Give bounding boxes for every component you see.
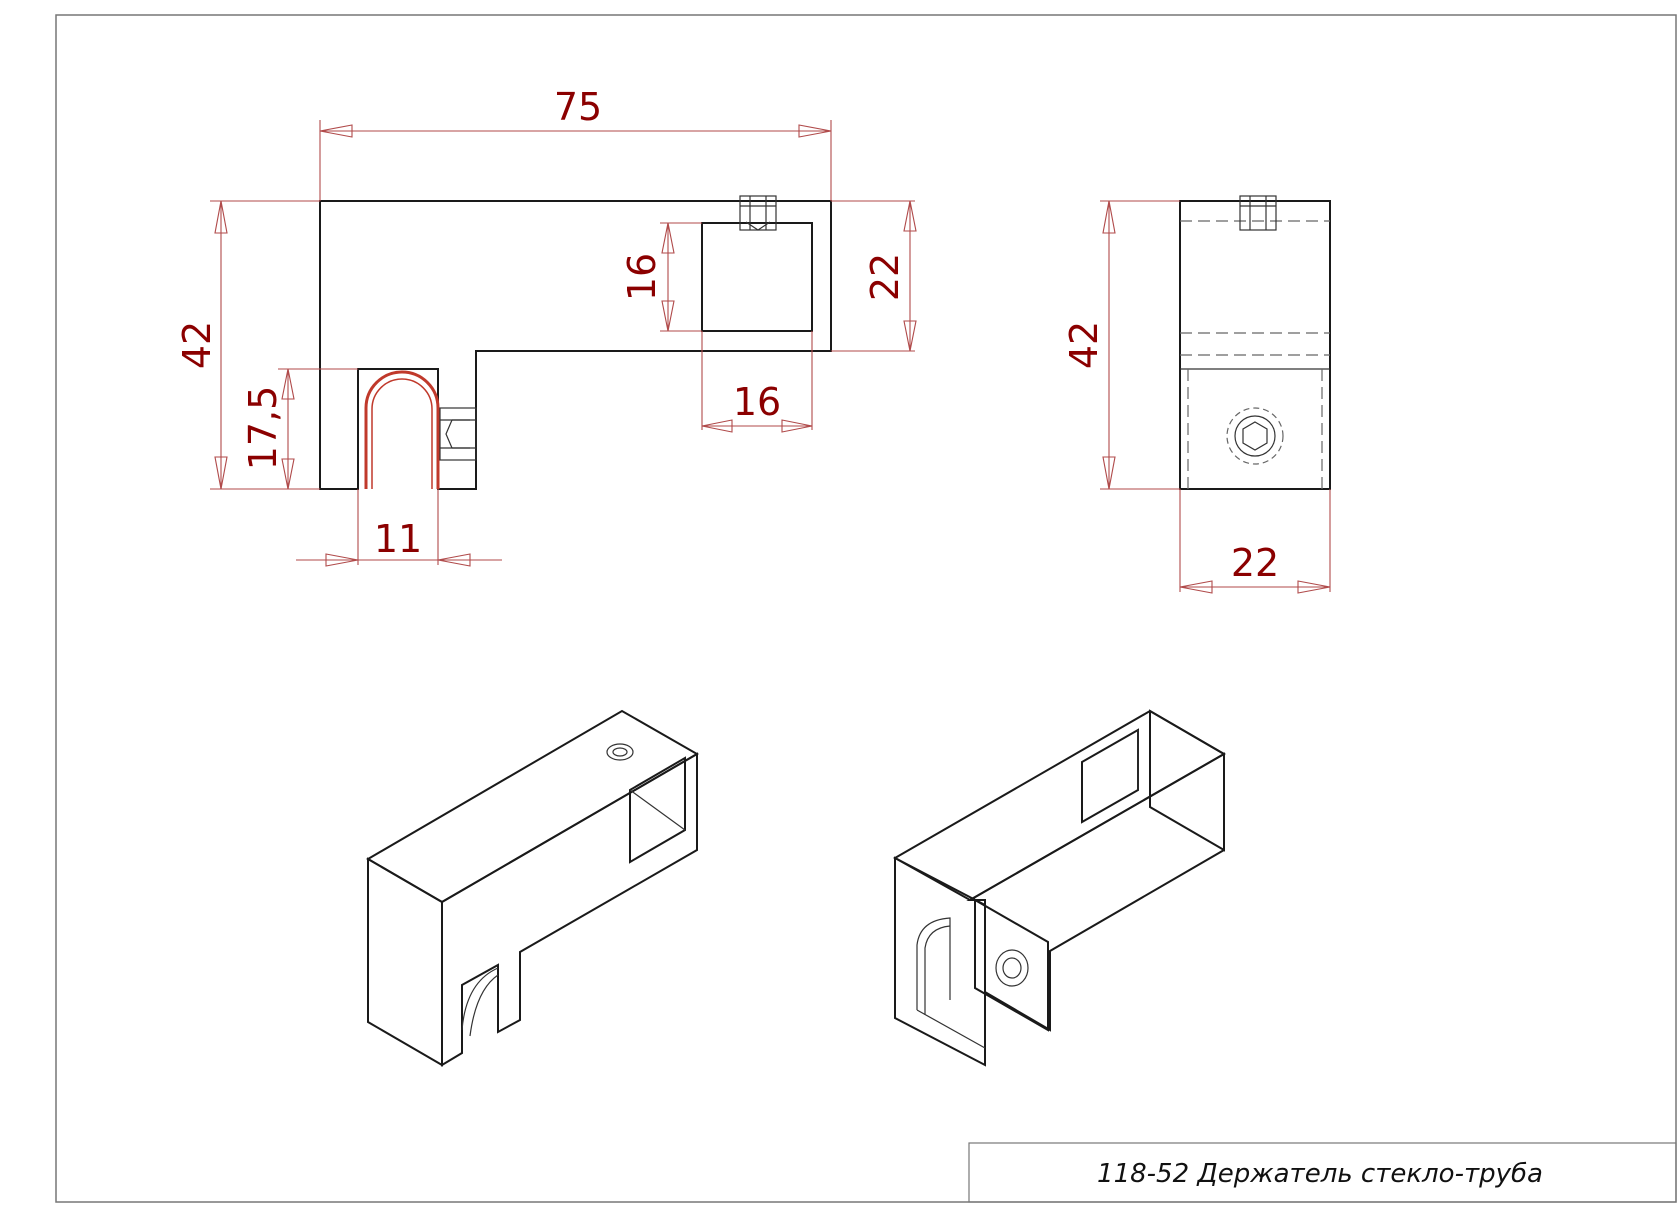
side-view xyxy=(1179,195,1331,490)
front-view-outline xyxy=(319,200,832,490)
isometric-view-right xyxy=(892,709,1226,1067)
dim-side-height: 42 xyxy=(1062,321,1106,369)
dim-right-block-height: 22 xyxy=(863,253,907,301)
hex-socket-icon xyxy=(1226,407,1284,465)
dim-slot-height: 17,5 xyxy=(241,386,285,471)
side-set-screw xyxy=(439,407,477,461)
isometric-view-left xyxy=(366,709,700,1067)
front-view-dimensions: 75 42 17,5 11 16 16 xyxy=(175,85,917,567)
side-view-dimensions: 42 22 xyxy=(1062,200,1331,594)
sheet-frame xyxy=(55,14,1677,1203)
dim-front-height: 42 xyxy=(175,321,219,369)
dim-tube-square-height: 16 xyxy=(620,253,664,301)
glass-slot-inner xyxy=(371,378,433,489)
glass-slot xyxy=(364,370,440,489)
title-block: 118-52 Держатель стекло-труба xyxy=(968,1142,1677,1203)
dim-front-width: 75 xyxy=(554,85,602,129)
side-top-set-screw xyxy=(1239,195,1277,231)
dim-tube-square-width: 16 xyxy=(733,380,781,424)
front-view xyxy=(319,195,832,490)
side-view-outline xyxy=(1179,200,1331,490)
title-block-text: 118-52 Держатель стекло-труба xyxy=(1097,1159,1543,1189)
dim-slot-width: 11 xyxy=(374,517,422,561)
top-set-screw xyxy=(739,195,777,231)
tube-square-opening xyxy=(701,222,813,332)
dim-side-width: 22 xyxy=(1231,541,1279,585)
